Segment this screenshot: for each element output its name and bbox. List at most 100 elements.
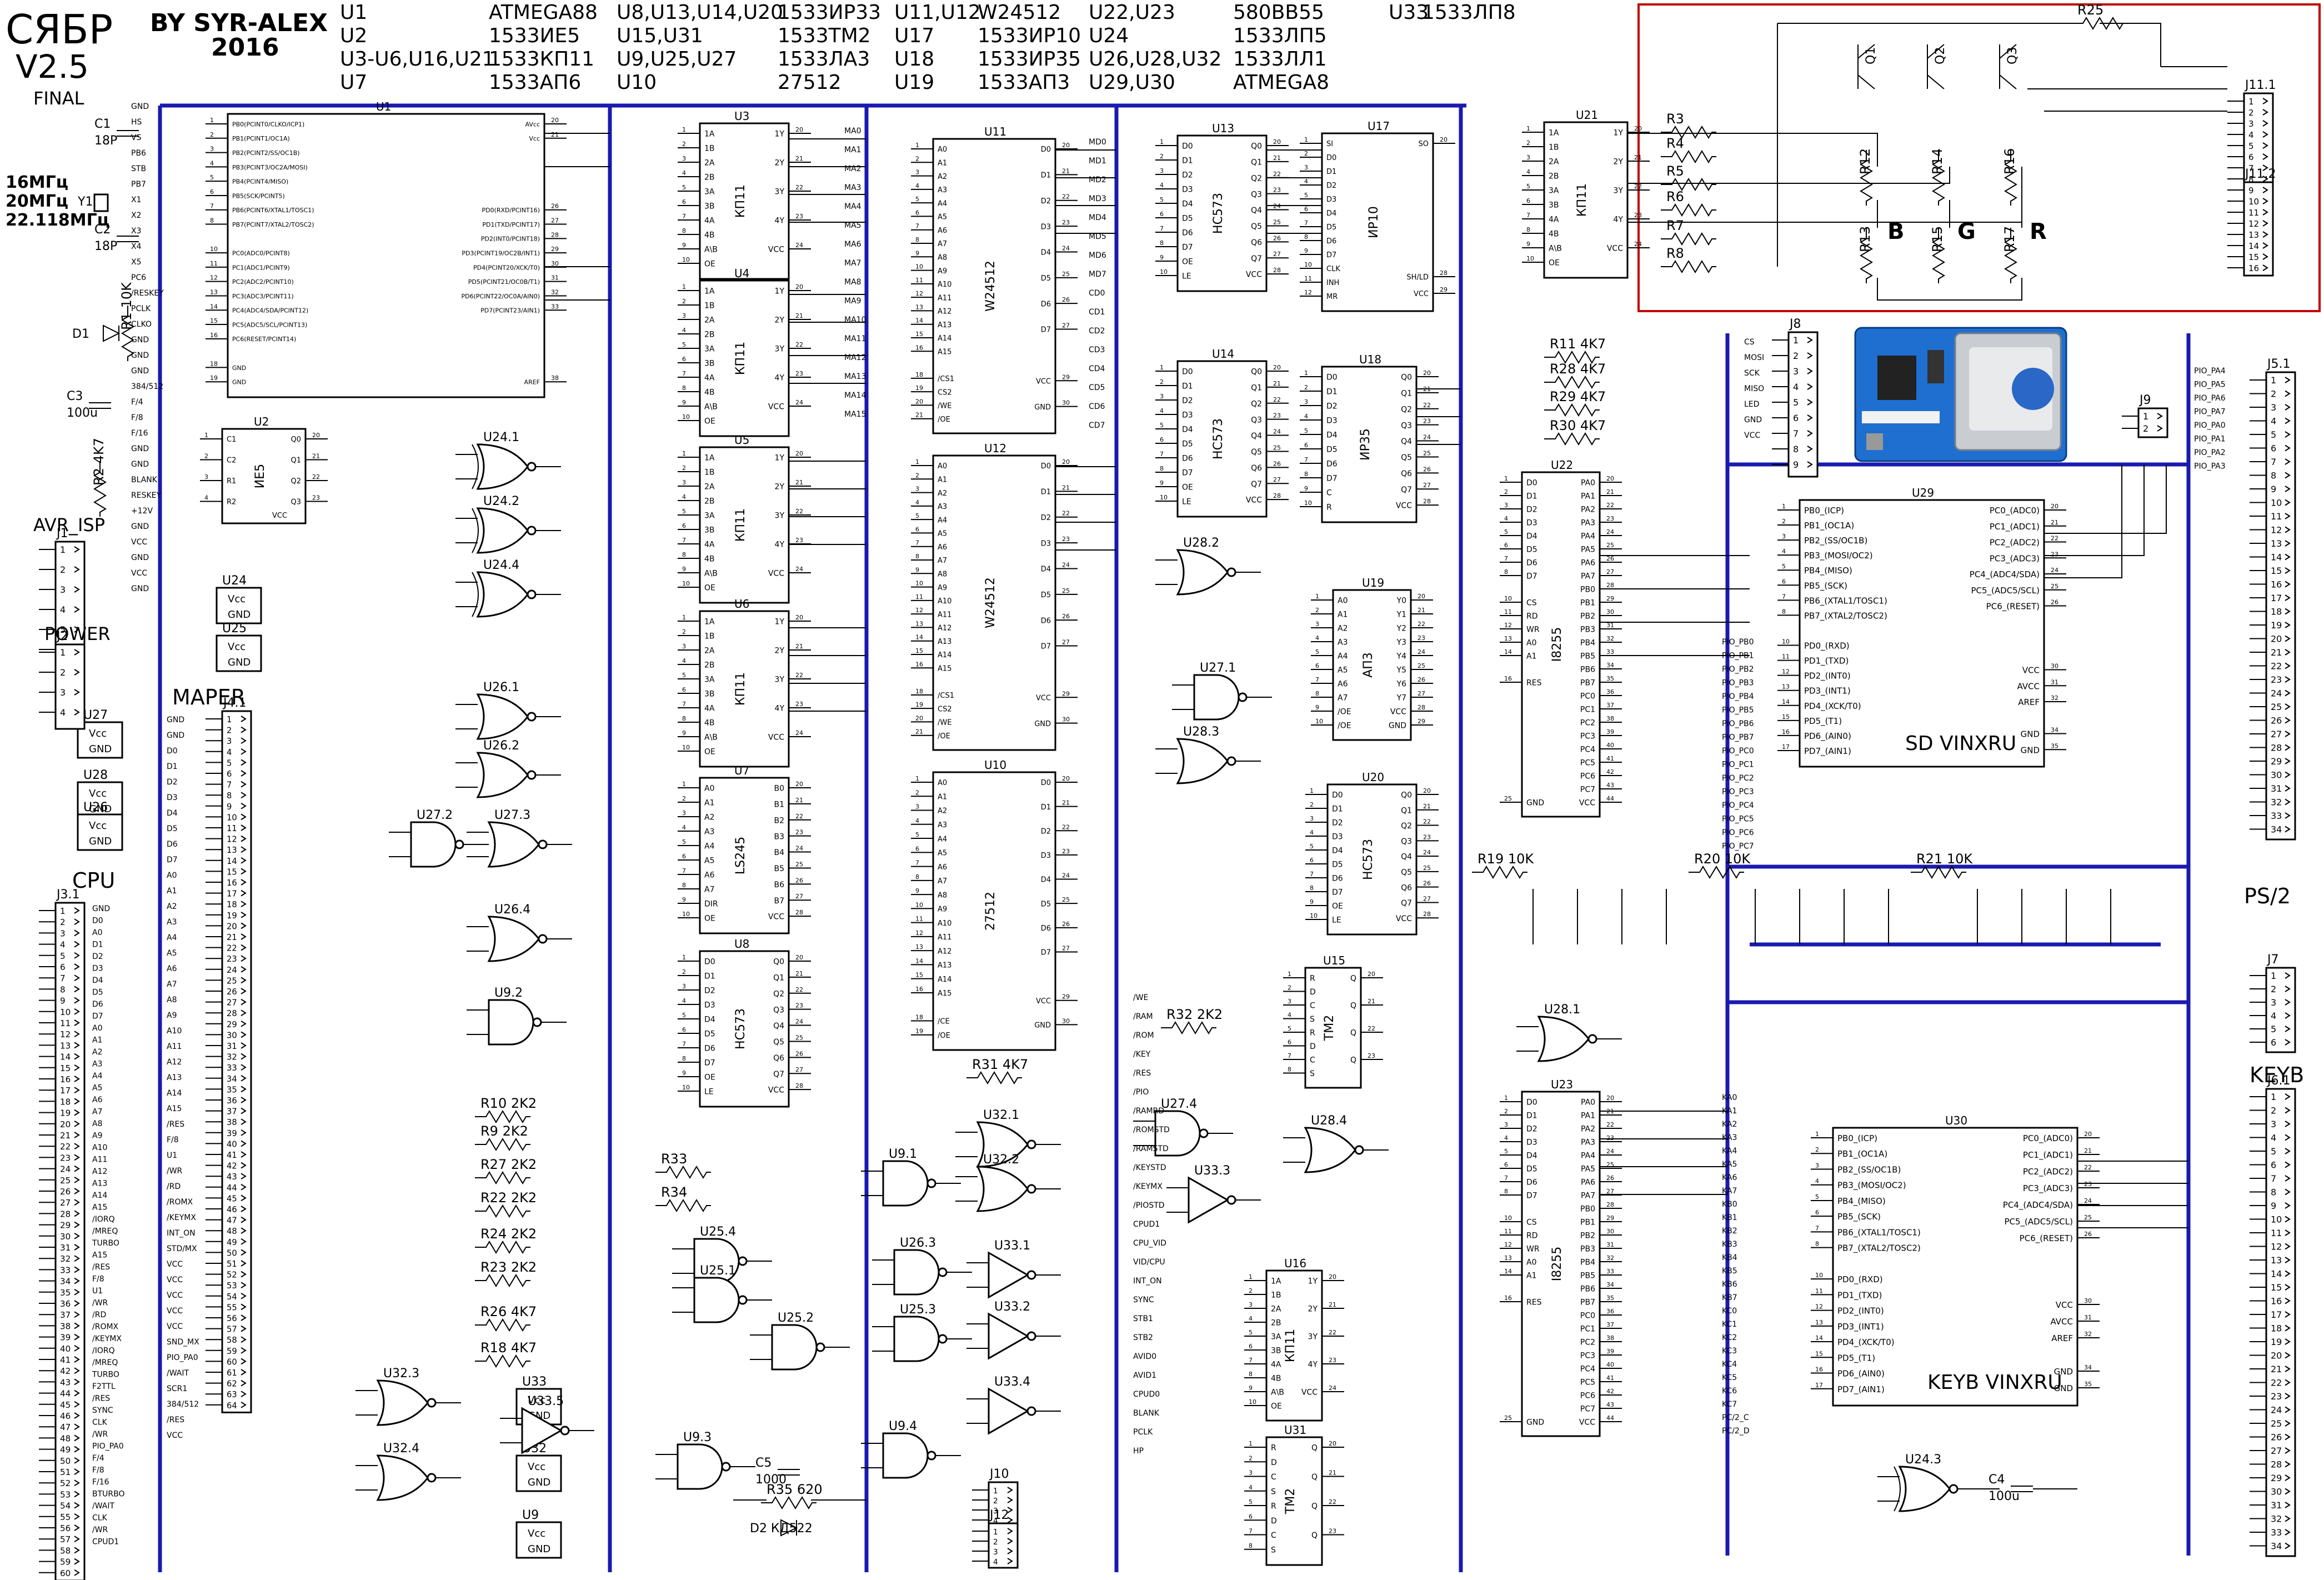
net-label: KB6 [1722, 1280, 1737, 1289]
pin-number: 1 [682, 283, 686, 291]
pin-number: 1 [993, 1528, 998, 1537]
pin-number: 7 [2271, 457, 2276, 467]
pin-number: 22 [1062, 510, 1070, 517]
pin-label: A7 [1338, 694, 1348, 703]
pin-label: R [1310, 974, 1315, 983]
chip-u7: U7LS245A01A12A23A34A45A56A67A78DIR9OE10B… [678, 764, 811, 934]
pin-label: D1 [1041, 488, 1051, 497]
pin-label: PB1(PCINT1/OC1A) [232, 135, 290, 142]
pin-mark [241, 1238, 247, 1245]
pin-number: 29 [1062, 690, 1070, 697]
net-label: /RES [167, 1120, 184, 1129]
pin-number: 10 [1526, 255, 1534, 262]
pin-label: Q [1311, 1473, 1318, 1482]
resistor-r21: R21 10K [1911, 851, 1973, 879]
pin-mark [1007, 1558, 1013, 1564]
capacitor-value: 100u [67, 406, 98, 420]
pin-number: 1 [1526, 125, 1530, 132]
resistor-label: R1 10K [119, 282, 134, 330]
keyb-vinxru-label: KEYB VINXRU [1927, 1371, 2062, 1394]
resistor-label: R26 4K7 [480, 1304, 537, 1319]
connector-ref: J4.1 [222, 696, 246, 710]
resistor-r31: R31 4K7 [966, 1057, 1028, 1084]
pin-mark [2285, 622, 2291, 628]
pin-number: 25 [1273, 218, 1281, 226]
pin-label: PB7 [1580, 1298, 1595, 1307]
pin-number: 3 [993, 1548, 998, 1557]
pin-mark [2262, 264, 2268, 271]
transistor-q3: Q3 [1999, 44, 2020, 89]
pin-label: S [1271, 1546, 1276, 1554]
pin-label: A0 [1526, 639, 1536, 648]
gate-u32-3: U32.3 [355, 1367, 461, 1426]
pin-number: 10 [1815, 1272, 1823, 1279]
pin-mark [241, 824, 247, 831]
pin-number: 3 [993, 1507, 998, 1516]
pin-number: 21 [2271, 647, 2282, 658]
pin-label: OE [704, 584, 715, 593]
pin-number: 8 [915, 553, 919, 560]
schematic-version: V2.5 [16, 48, 89, 86]
resistor-r5: R5 [1661, 163, 1716, 191]
pin-number: 4 [60, 604, 66, 615]
pin-label: S [1271, 1487, 1276, 1496]
pin-number: 23 [1062, 536, 1070, 543]
inverter-bubble [560, 1426, 570, 1436]
pin-mark [74, 1031, 80, 1038]
resistor-label: R33 [661, 1151, 687, 1167]
gate-u26-4: U26.4 [467, 903, 572, 962]
pin-number: 15 [210, 317, 218, 324]
pin-number: 2 [1310, 801, 1314, 808]
resistor-r11: R11 4K7 [1544, 336, 1606, 364]
chip-part: I8255 [1550, 627, 1564, 662]
resistor-zigzag [475, 1204, 530, 1218]
pin-label: 2B [1549, 172, 1559, 181]
pin-label: 1A [1271, 1277, 1281, 1286]
diode-label: D2 КД522 [750, 1522, 813, 1536]
pin-number: 48 [60, 1433, 71, 1443]
pin-label: C2 [227, 457, 236, 465]
pin-number: 9 [2271, 484, 2276, 494]
transistor-q1: Q1 [1857, 44, 1878, 89]
pin-number: 9 [2271, 1201, 2276, 1211]
pin-mark [74, 1536, 80, 1543]
pin-mark [2285, 1542, 2291, 1549]
resistor-r24: R24 2K2 [475, 1226, 537, 1254]
pin-label: 1B [704, 144, 715, 153]
bom-cell: 1533ИР33 [778, 1, 881, 24]
pin-number: 10 [1304, 499, 1312, 507]
pin-label: Vcc [228, 593, 246, 605]
pin-label: A9 [938, 906, 947, 914]
pin-number: 24 [2084, 1197, 2092, 1204]
pin-label: 3B [704, 202, 715, 211]
pin-number: 1 [1782, 503, 1786, 510]
pin-number: 14 [1504, 648, 1512, 656]
pin-number: 56 [60, 1523, 71, 1533]
pin-label: A0 [1338, 597, 1348, 606]
pin-label: PC7 [1580, 786, 1595, 794]
net-label: /WR [92, 1430, 108, 1439]
inverter-bubble [938, 1334, 948, 1344]
pin-label: 1Y [1308, 1277, 1318, 1286]
resistor-label: R22 2K2 [480, 1190, 537, 1206]
pin-number: 21 [915, 412, 923, 419]
pin-label: D7 [1182, 469, 1193, 478]
pin-label: 2Y [1614, 158, 1624, 167]
net-label: KA5 [1722, 1160, 1737, 1169]
net-label: F/4 [92, 1454, 104, 1463]
gate-u32-4: U32.4 [355, 1442, 461, 1501]
pin-number: 35 [1606, 675, 1614, 682]
net-label: A11 [167, 1042, 182, 1051]
pin-label: VCC [1301, 1388, 1318, 1397]
pin-label: A13 [938, 638, 951, 646]
resistor-r3: R3 [1661, 111, 1716, 139]
pin-mark [2285, 486, 2291, 492]
connector-ref: J10 [989, 1467, 1009, 1481]
pin-mark [2262, 187, 2268, 193]
pin-label: PD4_(XCK/T0) [1837, 1337, 1895, 1348]
pin-mark [2262, 98, 2268, 104]
pin-label: PD2_(INT0) [1837, 1306, 1884, 1317]
pin-number: 28 [795, 1082, 803, 1089]
pin-number: 28 [1606, 1201, 1614, 1208]
pin-label: B2 [774, 816, 784, 825]
